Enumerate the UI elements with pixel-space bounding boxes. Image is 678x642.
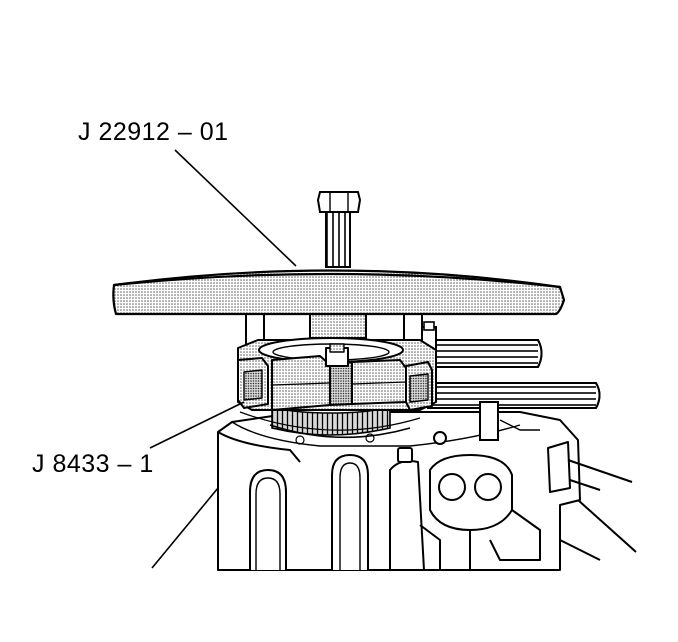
leader-line-puller <box>174 149 297 267</box>
callout-adapter-label: J 8433 – 1 <box>32 450 154 478</box>
lower-threaded-rod <box>427 382 601 441</box>
leader-line-adapter <box>149 401 245 449</box>
forcing-screw <box>316 191 362 268</box>
callout-puller-label: J 22912 – 01 <box>78 118 229 146</box>
puller-crossbar <box>112 269 566 316</box>
engine-block <box>217 411 637 571</box>
leader-lines <box>149 149 297 569</box>
adapter-body <box>237 337 437 411</box>
leader-line-block <box>151 487 219 569</box>
